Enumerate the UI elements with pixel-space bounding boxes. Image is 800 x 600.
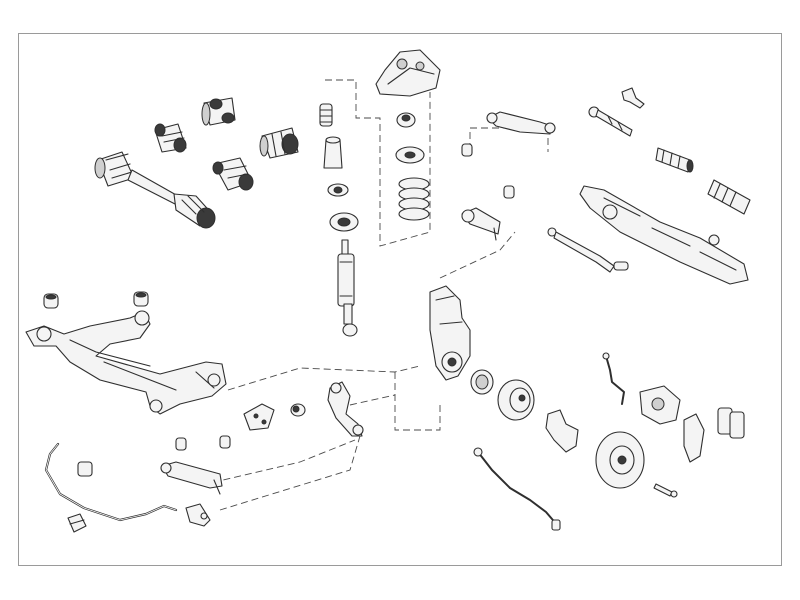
cv-boot-small-top	[201, 97, 236, 126]
abs-sensor-cable	[473, 447, 561, 531]
strut-top-mount	[375, 49, 441, 97]
caliper-bracket	[683, 413, 705, 463]
bump-stop	[319, 103, 333, 127]
spring-seat-small	[327, 183, 349, 197]
cv-joint-outer	[212, 157, 254, 191]
spring-top-seat	[395, 146, 425, 164]
bushing-top-left	[43, 293, 59, 309]
coil-spring	[398, 177, 430, 221]
stabilizer-clamp	[67, 513, 87, 533]
shock-absorber	[337, 239, 358, 337]
steering-boot-right	[707, 179, 751, 215]
lower-link-arm	[160, 461, 223, 495]
bushing-top-right	[133, 291, 149, 307]
stabilizer-bushing	[77, 461, 93, 477]
steering-boot-left	[655, 147, 694, 173]
control-arm-bushing	[290, 403, 306, 417]
steering-knuckle	[429, 285, 471, 381]
spring-seat-large	[329, 212, 359, 232]
upper-control-arm-front	[461, 185, 515, 241]
wheel-bolt	[653, 483, 678, 498]
leader-lines	[174, 79, 549, 511]
small-bushing-b	[219, 435, 231, 449]
stabilizer-bar	[44, 442, 178, 522]
wheel-hub	[497, 379, 535, 421]
steering-rack	[579, 185, 749, 285]
tie-rod-end-small	[621, 87, 645, 109]
wheel-bearing	[470, 369, 494, 395]
tie-rod-outer	[588, 106, 633, 137]
subframe	[25, 310, 227, 415]
lower-control-arm	[327, 381, 364, 437]
drive-shaft	[94, 151, 216, 229]
tie-rod-inner	[547, 227, 629, 273]
cv-boot-left	[154, 123, 187, 153]
cv-boot-right	[259, 127, 299, 159]
stabilizer-link	[185, 503, 211, 527]
small-bushing-a	[175, 437, 187, 451]
upper-control-arm-rear	[461, 111, 556, 157]
diagram-frame	[18, 33, 782, 566]
brake-hose	[602, 352, 625, 405]
brake-backing-plate	[545, 409, 579, 453]
brake-caliper	[639, 385, 681, 425]
bracket-plate	[243, 403, 275, 431]
brake-disc	[595, 431, 645, 489]
strut-bearing	[396, 112, 416, 128]
brake-pads	[717, 407, 745, 439]
dust-boot	[323, 136, 343, 169]
